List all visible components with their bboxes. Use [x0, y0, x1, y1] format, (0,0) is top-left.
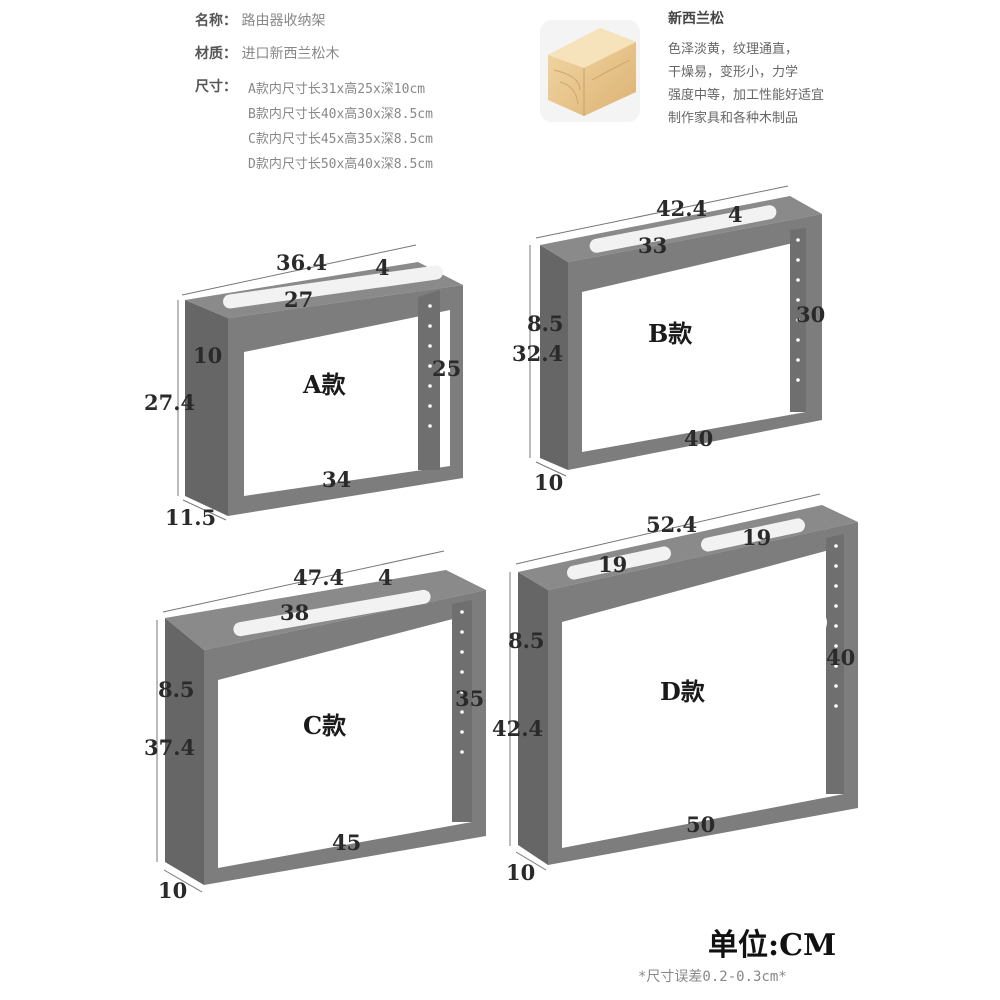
- rack-d-outer-height: 42.4: [492, 716, 543, 741]
- material-label: 材质：: [195, 46, 237, 62]
- rack-a-inner-height: 25: [432, 356, 461, 381]
- rack-d-cable-notch: [813, 607, 827, 639]
- rack-a-bottom-notch: [288, 455, 318, 466]
- rack-b-depth-side: 8.5: [527, 311, 564, 336]
- size-b: B款内尺寸长40x高30x深8.5cm: [248, 107, 433, 122]
- rack-c-side-face: [165, 618, 204, 885]
- rack-d-top-dim-line: [515, 493, 821, 565]
- rack-a-back-panel: [418, 290, 440, 470]
- rack-d-inner-height: 40: [826, 645, 855, 670]
- rack-d-slot-right: 19: [742, 525, 771, 550]
- rack-a-depth-side: 10: [193, 343, 222, 368]
- rack-a-depth-dim-line: [182, 499, 227, 521]
- size-label: 尺寸：: [195, 79, 237, 95]
- rack-d-model-label: D款: [660, 677, 706, 706]
- rack-c-slot-length: 38: [280, 600, 309, 625]
- size-d: D款内尺寸长50x高40x深8.5cm: [248, 157, 433, 172]
- unit-label: 单位:CM: [708, 928, 837, 963]
- rack-a-cable-notch: [403, 335, 416, 359]
- name-label: 名称：: [195, 13, 237, 29]
- rack-a: 36.4 4 27 10 27.4 25 34 11.5 A款: [144, 244, 463, 530]
- rack-b-slot-width: 4: [728, 202, 743, 227]
- rack-b-side-face: [540, 245, 568, 470]
- rack-d-left-slot: [567, 546, 671, 580]
- wood-desc-line: 制作家具和各种木制品: [668, 111, 799, 126]
- rack-d-back-panel: [826, 534, 844, 794]
- rack-b-top-slot: [589, 205, 777, 253]
- rack-c-model-label: C款: [303, 711, 347, 740]
- rack-b-inner-width: 40: [684, 426, 713, 451]
- wood-title: 新西兰松: [668, 11, 724, 27]
- rack-b-slot-length: 33: [638, 233, 667, 258]
- rack-d-top-outer: 52.4: [646, 512, 697, 537]
- rack-c-slot-width: 4: [378, 565, 393, 590]
- rack-b-outer-height: 32.4: [512, 341, 563, 366]
- rack-b-peg-holes: [796, 238, 800, 382]
- rack-c-cable-notch: [437, 663, 451, 695]
- rack-d-depth-side: 8.5: [508, 628, 545, 653]
- rack-c-peg-holes: [460, 610, 464, 754]
- rack-b-top-outer: 42.4: [656, 196, 707, 221]
- rack-b-depth: 10: [534, 470, 563, 495]
- size-c: C款内尺寸长45x高35x深8.5cm: [248, 132, 433, 147]
- rack-c-depth: 10: [158, 878, 187, 903]
- rack-d-inner-width: 50: [686, 812, 715, 837]
- rack-c-inner-width: 45: [332, 830, 361, 855]
- rack-d-depth: 10: [506, 860, 535, 885]
- rack-b-front-frame: [568, 214, 822, 470]
- rack-d-slot-left: 19: [598, 552, 627, 577]
- rack-d-depth-dim-line: [515, 851, 547, 871]
- rack-c: 47.4 4 38 8.5 37.4 35 45 10 C款: [144, 550, 486, 903]
- rack-a-inner-width: 34: [322, 467, 351, 492]
- rack-a-side-face: [185, 300, 228, 516]
- wood-desc-line: 干燥易，变形小，力学: [668, 65, 799, 80]
- rack-a-top-dim-line: [181, 244, 417, 296]
- size-list: A款内尺寸长31x高25x深10cm B款内尺寸长40x高30x深8.5cm C…: [248, 77, 433, 177]
- rack-b-model-label: B款: [648, 319, 693, 348]
- rack-d-right-slot: [701, 518, 805, 552]
- rack-a-slot-width: 4: [375, 255, 390, 280]
- rack-c-inner-height: 35: [455, 686, 484, 711]
- size-row: 尺寸：: [195, 76, 237, 96]
- material-row: 材质： 进口新西兰松木: [195, 43, 339, 63]
- name-value: 路由器收纳架: [241, 13, 326, 29]
- rack-a-outer-height: 27.4: [144, 390, 195, 415]
- wood-desc-line: 强度中等，加工性能好适宜: [668, 88, 825, 103]
- rack-c-bottom-notch: [294, 835, 328, 846]
- rack-a-peg-holes: [428, 304, 432, 428]
- rack-d-peg-holes: [834, 544, 838, 708]
- rack-c-depth-dim-line: [163, 869, 203, 893]
- size-a: A款内尺寸长31x高25x深10cm: [248, 82, 426, 97]
- rack-c-top-outer: 47.4: [293, 565, 344, 590]
- rack-a-front-frame: [228, 285, 463, 516]
- rack-a-top-outer: 36.4: [276, 250, 327, 275]
- product-name-row: 名称： 路由器收纳架: [195, 10, 325, 30]
- rack-c-depth-side: 8.5: [158, 677, 195, 702]
- rack-b-inner-height: 30: [796, 302, 825, 327]
- pine-wood-sample-image: [540, 20, 640, 122]
- rack-d-side-face: [518, 572, 548, 865]
- rack-a-depth: 11.5: [165, 505, 216, 530]
- material-value: 进口新西兰松木: [241, 46, 340, 62]
- rack-d: 52.4 19 19 8.5 42.4 40 50 10 D款: [492, 493, 858, 885]
- rack-c-top-slot: [233, 589, 431, 637]
- rack-c-top-dim-line: [162, 550, 445, 613]
- rack-b-cable-notch: [777, 262, 790, 291]
- rack-b-depth-dim-line: [535, 461, 567, 477]
- rack-c-outer-height: 37.4: [144, 735, 195, 760]
- rack-b-top-dim-line: [535, 185, 789, 239]
- rack-a-top-slot: [223, 265, 443, 309]
- rack-b: 42.4 4 33 8.5 32.4 30 40 10 B款: [512, 185, 825, 495]
- rack-a-slot-length: 27: [284, 287, 313, 312]
- wood-desc-line: 色泽淡黄，纹理通直，: [668, 42, 799, 57]
- wood-description: 色泽淡黄，纹理通直， 干燥易，变形小，力学 强度中等，加工性能好适宜 制作家具和…: [668, 38, 824, 130]
- tolerance-note: *尺寸误差0.2-0.3cm*: [638, 969, 787, 985]
- rack-c-front-frame: [204, 590, 486, 885]
- rack-a-model-label: A款: [302, 370, 347, 399]
